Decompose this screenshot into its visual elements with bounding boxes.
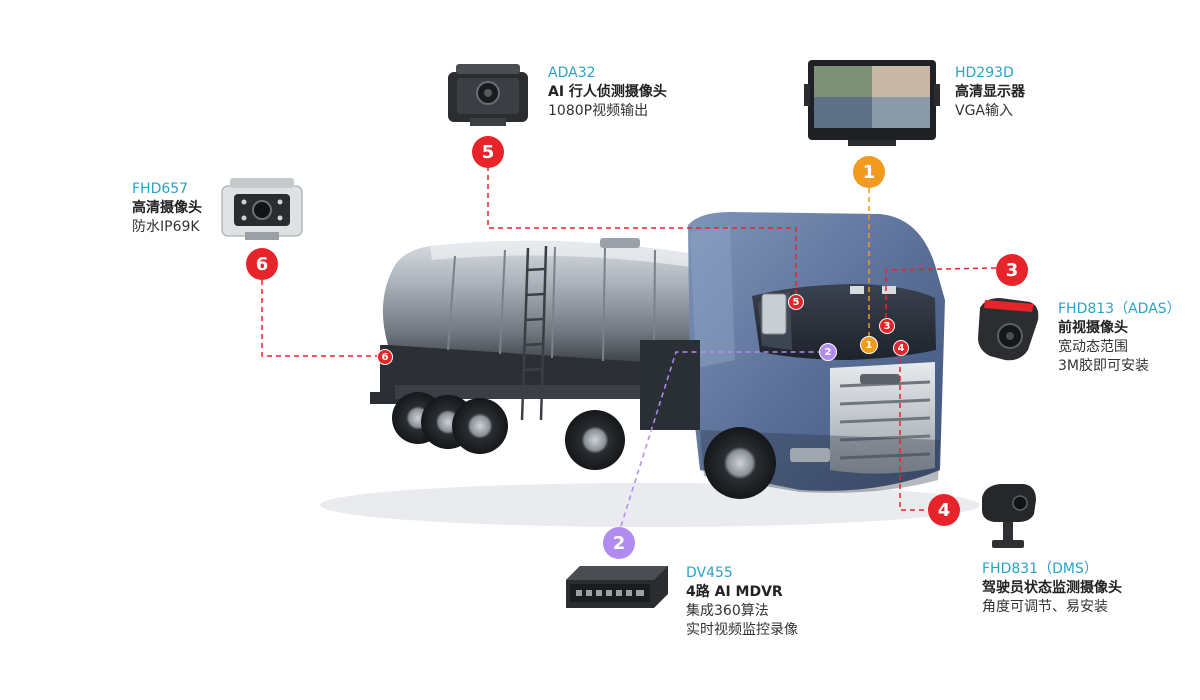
model-ada32: ADA32 <box>548 65 596 81</box>
marker-3-small: 3 <box>879 318 895 334</box>
trailer-wheels <box>392 392 508 454</box>
label-fhd813: FHD813（ADAS） 前视摄像头 宽动态范围 3M胶即可安装 <box>1058 300 1181 376</box>
marker-1-large: 1 <box>853 156 885 188</box>
name-hd293d: 高清显示器 <box>955 83 1025 100</box>
label-ada32: ADA32 AI 行人侦测摄像头 1080P视频输出 <box>548 64 667 121</box>
label-hd293d: HD293D 高清显示器 VGA输入 <box>955 64 1025 121</box>
camera-fhd813-image <box>978 298 1039 361</box>
marker-6-large: 6 <box>246 248 278 280</box>
model-fhd813: FHD813（ADAS） <box>1058 301 1181 317</box>
desc-fhd657-1: 防水IP69K <box>132 218 200 235</box>
marker-2-small: 2 <box>819 343 837 361</box>
connector-5 <box>487 166 797 296</box>
name-ada32: AI 行人侦测摄像头 <box>548 83 667 100</box>
desc-hd293d-1: VGA输入 <box>955 102 1014 119</box>
label-dv455: DV455 4路 AI MDVR 集成360算法 实时视频监控录像 <box>686 564 798 640</box>
name-dv455: 4路 AI MDVR <box>686 583 783 600</box>
desc-dv455-1: 集成360算法 <box>686 602 769 619</box>
monitor-hd293d-image <box>804 60 940 146</box>
desc-fhd813-2: 3M胶即可安装 <box>1058 357 1149 374</box>
truck-cab <box>640 212 945 493</box>
marker-6-small: 6 <box>377 349 393 365</box>
desc-fhd813-1: 宽动态范围 <box>1058 338 1128 355</box>
mdvr-dv455-image <box>566 566 668 608</box>
desc-dv455-2: 实时视频监控录像 <box>686 621 798 638</box>
connector-3 <box>885 267 997 318</box>
marker-1-small: 1 <box>860 336 878 354</box>
label-fhd831: FHD831（DMS） 驾驶员状态监测摄像头 角度可调节、易安装 <box>982 560 1122 617</box>
model-hd293d: HD293D <box>955 65 1014 81</box>
model-fhd657: FHD657 <box>132 181 189 197</box>
camera-fhd831-image <box>982 484 1036 548</box>
label-fhd657: FHD657 高清摄像头 防水IP69K <box>132 180 202 237</box>
marker-5-small: 5 <box>788 294 804 310</box>
model-fhd831: FHD831（DMS） <box>982 561 1098 577</box>
connector-lines <box>261 166 997 527</box>
marker-2-large: 2 <box>603 527 635 559</box>
marker-4-small: 4 <box>893 340 909 356</box>
ground-shadow <box>320 483 980 527</box>
cab-wheels <box>565 410 776 499</box>
camera-fhd657-image <box>221 178 303 240</box>
name-fhd813: 前视摄像头 <box>1058 319 1128 336</box>
name-fhd657: 高清摄像头 <box>132 199 202 216</box>
marker-5-large: 5 <box>472 136 504 168</box>
desc-fhd831-1: 角度可调节、易安装 <box>982 598 1108 615</box>
model-dv455: DV455 <box>686 565 733 581</box>
marker-4-large: 4 <box>928 494 960 526</box>
desc-ada32-1: 1080P视频输出 <box>548 102 649 119</box>
name-fhd831: 驾驶员状态监测摄像头 <box>982 579 1122 596</box>
marker-3-large: 3 <box>996 254 1028 286</box>
connector-6 <box>261 280 384 357</box>
connector-2 <box>620 351 826 527</box>
camera-ada32-image <box>448 64 528 126</box>
